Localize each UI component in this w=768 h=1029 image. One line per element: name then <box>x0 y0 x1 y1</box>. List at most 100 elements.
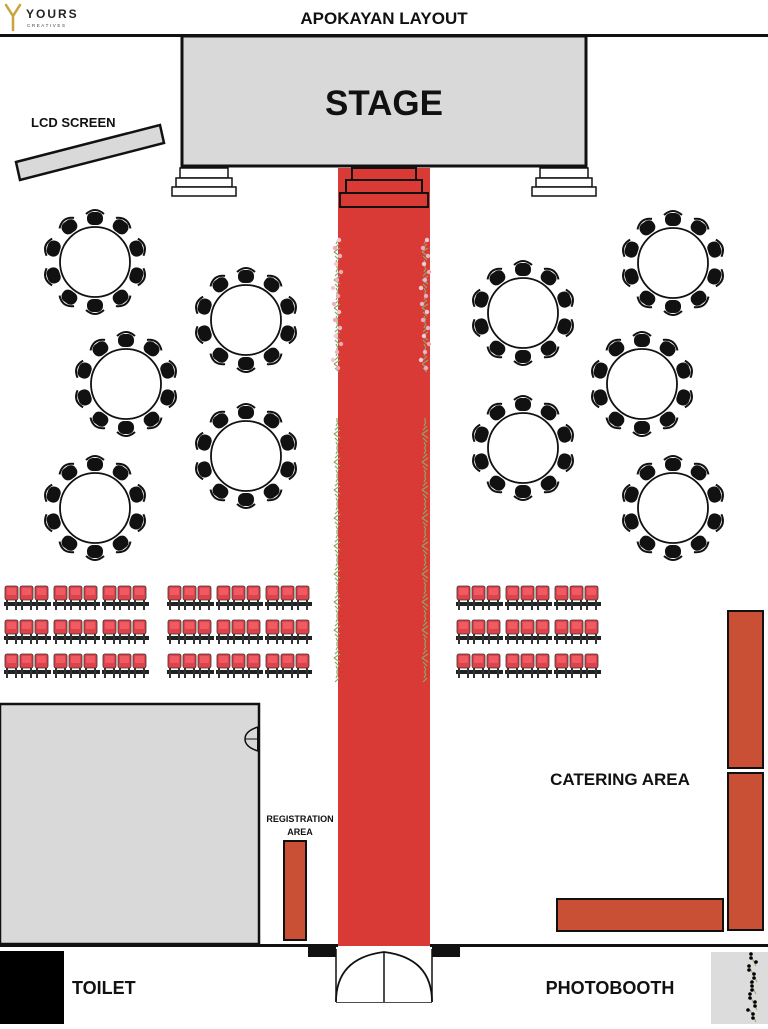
chair-icon <box>472 423 489 443</box>
chair-icon <box>112 535 132 554</box>
chair-icon <box>44 513 61 533</box>
registration-label-line1: REGISTRATION <box>266 814 333 824</box>
chair-icon <box>636 535 656 554</box>
seat-rows <box>4 585 601 678</box>
round-table <box>44 455 146 561</box>
chair-icon <box>58 289 78 308</box>
table-top <box>210 420 282 492</box>
chair-icon <box>663 210 683 226</box>
chair-icon <box>263 410 283 429</box>
chair-icon <box>659 338 679 357</box>
stage <box>180 34 588 168</box>
seat-icon <box>132 585 147 610</box>
chair-icon <box>160 359 177 379</box>
chair-icon <box>513 350 533 366</box>
seat-icon <box>167 619 182 644</box>
round-table <box>75 331 177 437</box>
seat-icon <box>295 585 310 610</box>
chair-icon <box>663 545 683 561</box>
stage-steps-center <box>339 167 429 208</box>
seat-row <box>456 619 601 644</box>
table-top <box>90 348 162 420</box>
photobooth-flowers <box>746 952 758 1023</box>
seat-icon <box>295 619 310 644</box>
seat-icon <box>231 585 246 610</box>
chair-icon <box>195 325 212 345</box>
seat-icon <box>53 585 68 610</box>
chair-icon <box>486 402 506 421</box>
seat-icon <box>4 619 19 644</box>
registration-desk <box>283 840 307 941</box>
photobooth-backdrop <box>711 952 768 1024</box>
chair-icon <box>636 462 656 481</box>
seat-icon <box>68 653 83 678</box>
table-top <box>606 348 678 420</box>
catering-table-bottom <box>556 898 724 932</box>
chair-icon <box>195 461 212 481</box>
seat-icon <box>554 653 569 678</box>
seat-icon <box>182 585 197 610</box>
round-table <box>195 403 297 509</box>
flower-decor <box>330 237 432 683</box>
round-table <box>472 395 574 501</box>
toilet-label: TOILET <box>72 978 136 998</box>
chair-icon <box>707 513 724 533</box>
chair-icon <box>663 455 683 471</box>
seat-icon <box>182 653 197 678</box>
chair-icon <box>236 493 256 509</box>
chair-icon <box>85 299 105 315</box>
seat-icon <box>182 619 197 644</box>
logo-brand: YOURS <box>26 7 79 21</box>
chair-icon <box>557 318 574 338</box>
seat-row <box>4 619 149 644</box>
chair-icon <box>676 359 693 379</box>
chair-icon <box>129 237 146 257</box>
seat-icon <box>569 585 584 610</box>
seat-icon <box>167 585 182 610</box>
seat-icon <box>53 653 68 678</box>
chair-icon <box>622 238 639 258</box>
seat-icon <box>117 653 132 678</box>
chair-icon <box>195 431 212 451</box>
seat-icon <box>68 585 83 610</box>
chair-icon <box>116 331 136 347</box>
seat-icon <box>216 585 231 610</box>
seat-icon <box>280 585 295 610</box>
chair-icon <box>116 421 136 437</box>
stage-steps-left <box>171 167 237 197</box>
chair-icon <box>591 389 608 409</box>
chair-icon <box>486 475 506 494</box>
chair-icon <box>209 274 229 293</box>
chair-icon <box>209 483 229 502</box>
chair-icon <box>472 453 489 473</box>
seat-icon <box>520 619 535 644</box>
seat-icon <box>132 653 147 678</box>
seat-row <box>167 653 312 678</box>
chair-icon <box>44 237 61 257</box>
chair-icon <box>707 268 724 288</box>
chair-icon <box>89 411 109 430</box>
chair-icon <box>75 389 92 409</box>
chair-icon <box>58 535 78 554</box>
seat-icon <box>216 653 231 678</box>
catering-table-lower <box>727 772 764 931</box>
chair-icon <box>557 288 574 308</box>
seat-icon <box>34 585 49 610</box>
chair-icon <box>540 475 560 494</box>
chair-icon <box>85 545 105 561</box>
seat-row <box>4 585 149 610</box>
photobooth-label: PHOTOBOOTH <box>546 978 675 998</box>
seat-icon <box>554 585 569 610</box>
seat-icon <box>456 619 471 644</box>
toilet-block <box>0 702 261 946</box>
chair-icon <box>160 389 177 409</box>
chair-icon <box>129 513 146 533</box>
chair-icon <box>85 209 105 225</box>
chair-icon <box>486 267 506 286</box>
chair-icon <box>209 347 229 366</box>
chair-icon <box>540 340 560 359</box>
seat-icon <box>102 619 117 644</box>
chair-icon <box>659 411 679 430</box>
chair-icon <box>486 340 506 359</box>
